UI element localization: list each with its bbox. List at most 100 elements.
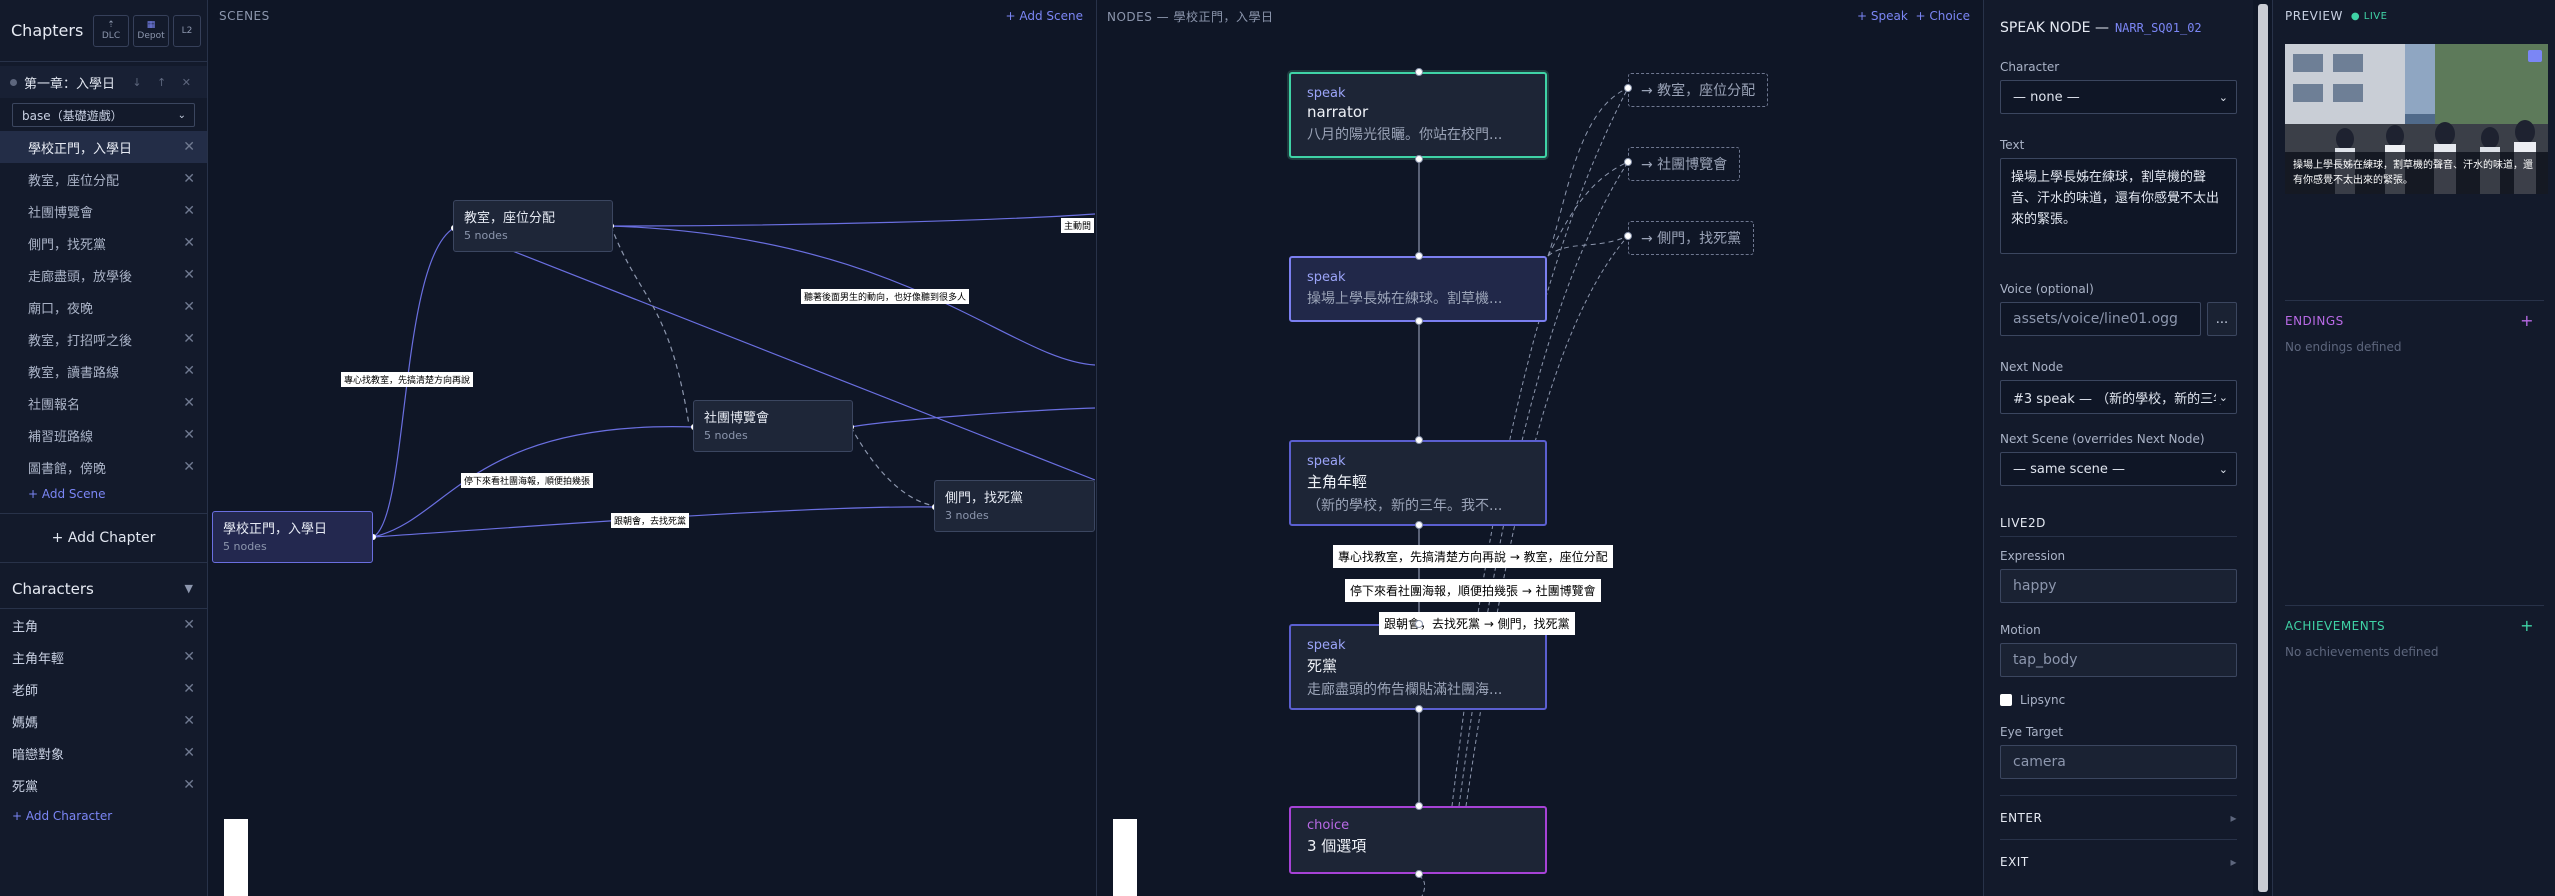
chapter-name: 第一章：入學日 xyxy=(24,76,116,92)
add-scene-link[interactable]: + Add Scene xyxy=(28,487,106,501)
scrollbar-thumb[interactable] xyxy=(2258,4,2268,892)
node-port[interactable] xyxy=(1415,521,1423,529)
node-port[interactable] xyxy=(1415,317,1423,325)
depot-button[interactable]: ▦Depot xyxy=(133,15,169,47)
collapse-triangle-icon[interactable]: ▼ xyxy=(184,582,193,595)
add-ending-button[interactable]: + xyxy=(2520,311,2534,330)
delete-scene-icon[interactable]: ✕ xyxy=(183,203,195,219)
scene-list-item[interactable]: 圖書館，傍晚✕ xyxy=(28,459,195,477)
scene-list-item[interactable]: 教室，讀書路線✕ xyxy=(28,363,195,381)
next-scene-select[interactable]: — same scene —⌄ xyxy=(2000,452,2237,486)
add-scene-button[interactable]: + Add Scene xyxy=(1005,9,1083,23)
preview-image[interactable]: 操場上學長姊在練球，割草機的聲音、汗水的味道，還有你感覺不太出來的緊張。 xyxy=(2285,44,2548,194)
node-port[interactable] xyxy=(1415,252,1423,260)
branch-target-club-fair[interactable]: → 社團博覽會 xyxy=(1628,147,1741,181)
node-port[interactable] xyxy=(1415,870,1423,878)
delete-scene-icon[interactable]: ✕ xyxy=(183,363,195,379)
scenes-panel: SCENES + Add Scene 學校正門，入學日 5 nodes 教室，座… xyxy=(209,0,1095,896)
delete-character-icon[interactable]: ✕ xyxy=(183,617,195,633)
delete-character-icon[interactable]: ✕ xyxy=(183,681,195,697)
node-id: NARR_SQ01_02 xyxy=(2114,21,2202,35)
scene-node-school-gate[interactable]: 學校正門，入學日 5 nodes xyxy=(212,511,373,563)
inspector-scrollbar[interactable] xyxy=(2254,0,2272,896)
enter-section[interactable]: ENTER▸ xyxy=(2000,795,2237,839)
delete-scene-icon[interactable]: ✕ xyxy=(183,267,195,283)
node-port[interactable] xyxy=(1624,158,1632,166)
branch-target-side-gate[interactable]: → 側門，找死黨 xyxy=(1628,221,1755,255)
character-select[interactable]: — none —⌄ xyxy=(2000,80,2237,114)
add-character-link[interactable]: + Add Character xyxy=(12,809,113,823)
delete-scene-icon[interactable]: ✕ xyxy=(183,395,195,411)
expand-icon: ▸ xyxy=(2230,854,2237,869)
voice-input[interactable]: assets/voice/line01.ogg xyxy=(2000,302,2201,336)
character-list: 主角✕ 主角年輕✕ 老師✕ 媽媽✕ 暗戀對象✕ 死黨✕ xyxy=(0,609,207,801)
scene-list-item[interactable]: 側門，找死黨✕ xyxy=(28,235,195,253)
scene-list-item[interactable]: 社團報名✕ xyxy=(28,395,195,413)
lipsync-checkbox[interactable] xyxy=(2000,694,2012,706)
node-port[interactable] xyxy=(1415,155,1423,163)
delete-scene-icon[interactable]: ✕ xyxy=(183,331,195,347)
chapter-actions[interactable]: ↓ ↑ ✕ xyxy=(132,75,197,89)
next-node-select[interactable]: #3 speak — （新的學校，新的三年⌄ xyxy=(2000,380,2237,414)
node-port[interactable] xyxy=(1624,84,1632,92)
scene-list-item[interactable]: 社團博覽會✕ xyxy=(28,203,195,221)
eye-target-label: Eye Target xyxy=(2000,725,2064,739)
scene-node-classroom[interactable]: 教室，座位分配 5 nodes xyxy=(453,200,613,252)
character-list-item[interactable]: 主角年輕✕ xyxy=(12,649,195,667)
scene-list-item[interactable]: 走廊盡頭，放學後✕ xyxy=(28,267,195,285)
scene-list-item[interactable]: 廟口，夜晚✕ xyxy=(28,299,195,317)
add-speak-button[interactable]: + Speak xyxy=(1857,9,1908,23)
chapters-title: Chapters xyxy=(11,21,84,40)
achievements-section: ACHIEVEMENTS+ No achievements defined xyxy=(2273,605,2555,659)
delete-character-icon[interactable]: ✕ xyxy=(183,745,195,761)
node-port[interactable] xyxy=(1624,232,1632,240)
base-select[interactable]: base（基礎遊戲）⌄ xyxy=(12,103,195,127)
node-port[interactable] xyxy=(1415,68,1423,76)
text-area[interactable]: 操場上學長姊在練球，割草機的聲音、汗水的味道，還有你感覺不太出來的緊張。 xyxy=(2000,158,2237,254)
character-list-item[interactable]: 老師✕ xyxy=(12,681,195,699)
dlc-button[interactable]: ⇡DLC xyxy=(93,15,129,47)
character-list-item[interactable]: 主角✕ xyxy=(12,617,195,635)
l2-button[interactable]: L2 xyxy=(173,15,201,47)
chapter-row[interactable]: 第一章：入學日 ↓ ↑ ✕ xyxy=(0,66,207,98)
delete-character-icon[interactable]: ✕ xyxy=(183,777,195,793)
node-port[interactable] xyxy=(1415,620,1423,628)
scene-list-item[interactable]: 學校正門，入學日✕ xyxy=(0,131,207,163)
delete-scene-icon[interactable]: ✕ xyxy=(183,171,195,187)
delete-scene-icon[interactable]: ✕ xyxy=(183,235,195,251)
node-speak-best-friend[interactable]: speak 死黨 走廊盡頭的佈告欄貼滿社團海... xyxy=(1289,624,1547,710)
node-port[interactable] xyxy=(1415,802,1423,810)
branch-target-classroom[interactable]: → 教室，座位分配 xyxy=(1628,73,1769,107)
characters-header[interactable]: Characters ▼ xyxy=(0,569,207,609)
next-node-label: Next Node xyxy=(2000,360,2064,374)
scene-list-item[interactable]: 教室，打招呼之後✕ xyxy=(28,331,195,349)
node-choice[interactable]: choice 3 個選項 xyxy=(1289,806,1547,874)
add-achievement-button[interactable]: + xyxy=(2520,616,2534,635)
motion-input[interactable]: tap_body xyxy=(2000,643,2237,677)
delete-scene-icon[interactable]: ✕ xyxy=(183,299,195,315)
character-list-item[interactable]: 暗戀對象✕ xyxy=(12,745,195,763)
delete-scene-icon[interactable]: ✕ xyxy=(183,139,195,155)
character-list-item[interactable]: 死黨✕ xyxy=(12,777,195,795)
delete-scene-icon[interactable]: ✕ xyxy=(183,459,195,475)
add-choice-button[interactable]: + Choice xyxy=(1915,9,1970,23)
delete-scene-icon[interactable]: ✕ xyxy=(183,427,195,443)
eye-target-input[interactable]: camera xyxy=(2000,745,2237,779)
character-list-item[interactable]: 媽媽✕ xyxy=(12,713,195,731)
delete-character-icon[interactable]: ✕ xyxy=(183,713,195,729)
add-chapter-button[interactable]: + Add Chapter xyxy=(0,513,207,563)
node-speak-selected[interactable]: speak 操場上學長姊在練球。割草機... xyxy=(1289,256,1547,322)
scene-node-side-gate[interactable]: 側門，找死黨 3 nodes xyxy=(934,480,1095,532)
node-port[interactable] xyxy=(1415,436,1423,444)
exit-section[interactable]: EXIT▸ xyxy=(2000,839,2237,883)
scene-node-club-fair[interactable]: 社團博覽會 5 nodes xyxy=(693,400,853,452)
node-port[interactable] xyxy=(1415,705,1423,713)
scene-list-item[interactable]: 教室，座位分配✕ xyxy=(28,171,195,189)
node-speak-narrator[interactable]: speak narrator 八月的陽光很曬。你站在校門... xyxy=(1289,72,1547,158)
lipsync-checkbox-row[interactable]: Lipsync xyxy=(2000,693,2237,707)
expression-input[interactable]: happy xyxy=(2000,569,2237,603)
voice-browse-button[interactable]: ... xyxy=(2207,302,2237,336)
scene-list-item[interactable]: 補習班路線✕ xyxy=(28,427,195,445)
node-speak-young-hero[interactable]: speak 主角年輕 （新的學校，新的三年。我不... xyxy=(1289,440,1547,526)
delete-character-icon[interactable]: ✕ xyxy=(183,649,195,665)
